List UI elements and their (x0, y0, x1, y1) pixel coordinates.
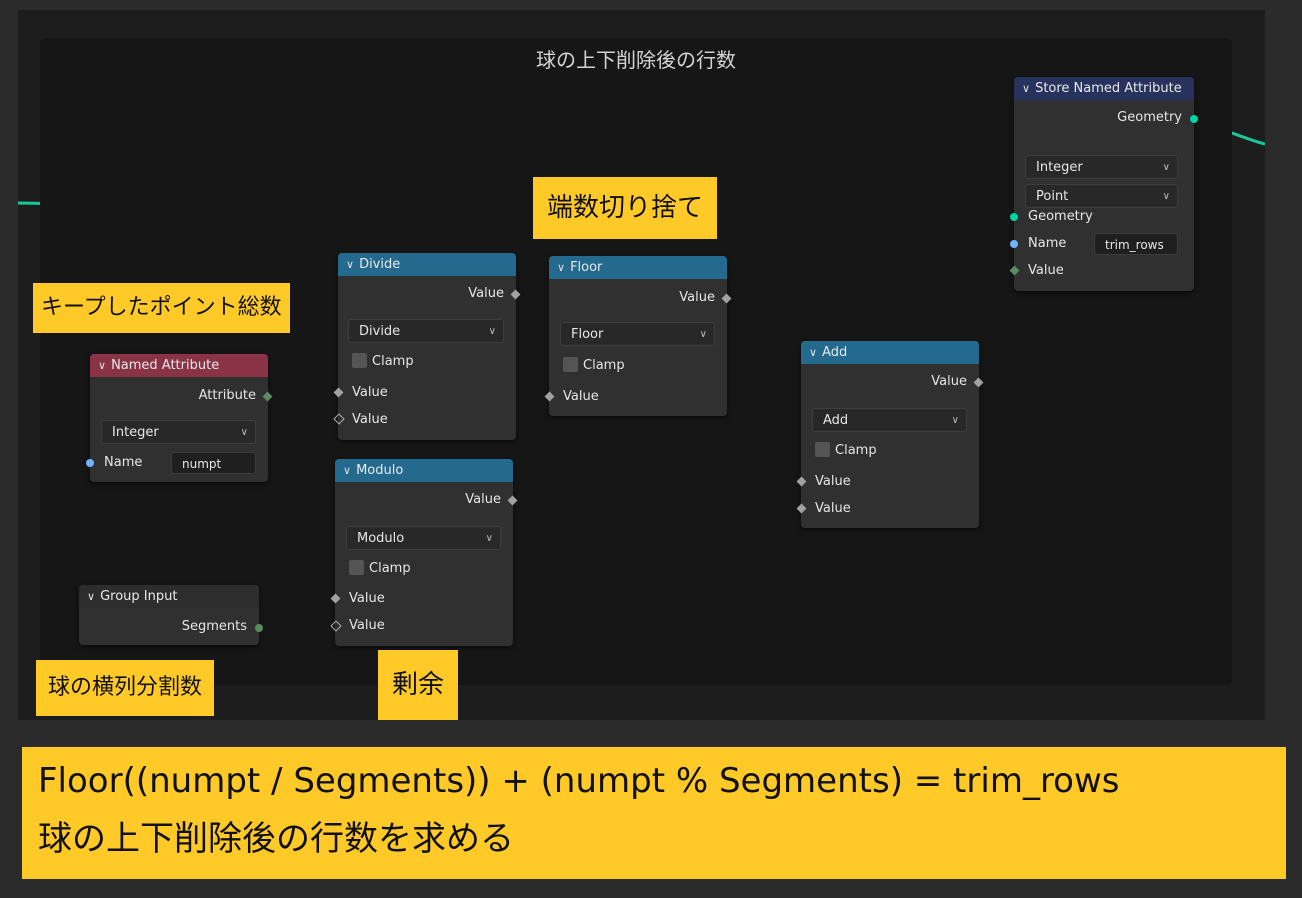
domain-select[interactable]: Point∨ (1025, 184, 1178, 208)
chevron-down-icon: ∨ (488, 326, 496, 337)
chevron-down-icon[interactable]: ∨ (557, 261, 566, 274)
input-value2-label: Value (349, 618, 385, 633)
note-trim: 端数切り捨て (533, 177, 718, 239)
output-value-label: Value (465, 492, 501, 507)
chevron-down-icon[interactable]: ∨ (343, 464, 352, 477)
node-title: Floor (570, 260, 603, 275)
operation-select[interactable]: Floor∨ (560, 322, 715, 346)
named-attribute-node[interactable]: ∨ Named Attribute Attribute Integer∨ Name… (86, 354, 273, 482)
node-title: Group Input (100, 589, 178, 604)
node-editor-canvas[interactable]: 球の上下削除後の行数 ∨ Store Named Attribute Geomet… (18, 10, 1265, 720)
input-geometry-label: Geometry (1028, 209, 1093, 224)
chevron-down-icon: ∨ (1162, 162, 1170, 173)
node-title: Store Named Attribute (1035, 81, 1182, 96)
add-node[interactable]: ∨ Add Value Add∨ Clamp Value Value (796, 341, 984, 528)
chevron-down-icon[interactable]: ∨ (87, 590, 96, 603)
output-value-label: Value (931, 374, 967, 389)
clamp-checkbox[interactable]: Clamp (815, 442, 877, 458)
output-segments-label: Segments (181, 619, 247, 634)
node-title: Named Attribute (111, 358, 220, 373)
modulo-node[interactable]: ∨ Modulo Value Modulo∨ Clamp Value Value (330, 459, 518, 646)
frame-label: 球の上下削除後の行数 (536, 48, 736, 72)
checkbox[interactable] (815, 442, 830, 457)
floor-node[interactable]: ∨ Floor Value Floor∨ Clamp Value (544, 256, 732, 416)
checkbox[interactable] (563, 357, 578, 372)
input-name-label: Name (1028, 236, 1067, 251)
data-type-select[interactable]: Integer∨ (101, 420, 256, 444)
node-title: Add (822, 345, 848, 360)
operation-select[interactable]: Add∨ (812, 408, 967, 432)
name-field[interactable]: trim_rows (1094, 233, 1178, 255)
input-value-label: Value (1028, 263, 1064, 278)
note-segments: 球の横列分割数 (36, 660, 215, 716)
input-name-socket[interactable] (86, 459, 94, 467)
chevron-down-icon: ∨ (951, 415, 959, 426)
formula-text: Floor((numpt / Segments)) + (numpt % Seg… (38, 761, 1120, 801)
checkbox[interactable] (349, 560, 364, 575)
formula-annotation: Floor((numpt / Segments)) + (numpt % Seg… (22, 747, 1286, 879)
chevron-down-icon: ∨ (1162, 191, 1170, 202)
input-value1-label: Value (349, 591, 385, 606)
note-total-points: キープしたポイント総数 (33, 283, 290, 333)
divide-node[interactable]: ∨ Divide Value Divide∨ Clamp Value Value (333, 253, 521, 440)
output-value-label: Value (679, 290, 715, 305)
formula-description: 球の上下削除後の行数を求める (38, 819, 514, 859)
clamp-checkbox[interactable]: Clamp (349, 560, 411, 576)
node-header[interactable]: ∨ Add (801, 341, 979, 364)
chevron-down-icon[interactable]: ∨ (1022, 82, 1031, 95)
input-value2-label: Value (352, 412, 388, 427)
chevron-down-icon[interactable]: ∨ (809, 346, 818, 359)
node-header[interactable]: ∨ Store Named Attribute (1014, 77, 1194, 100)
checkbox[interactable] (352, 353, 367, 368)
input-value1-label: Value (815, 474, 851, 489)
input-name-socket[interactable] (1010, 240, 1018, 248)
output-attribute-label: Attribute (198, 388, 256, 403)
node-title: Modulo (356, 463, 404, 478)
input-value2-label: Value (815, 501, 851, 516)
note-remainder: 剰余 (378, 650, 459, 720)
output-value-label: Value (468, 286, 504, 301)
clamp-checkbox[interactable]: Clamp (563, 357, 625, 373)
chevron-down-icon: ∨ (699, 329, 707, 340)
node-header[interactable]: ∨ Divide (338, 253, 516, 276)
chevron-down-icon[interactable]: ∨ (98, 359, 107, 372)
output-geometry-label: Geometry (1117, 110, 1182, 125)
node-header[interactable]: ∨ Modulo (335, 459, 513, 482)
clamp-checkbox[interactable]: Clamp (352, 353, 414, 369)
group-input-node[interactable]: ∨ Group Input Segments (79, 585, 263, 645)
input-name-label: Name (104, 455, 143, 470)
node-title: Divide (359, 257, 401, 272)
operation-select[interactable]: Modulo∨ (346, 526, 501, 550)
input-value1-label: Value (352, 385, 388, 400)
node-header[interactable]: ∨ Named Attribute (90, 354, 268, 377)
operation-select[interactable]: Divide∨ (348, 319, 504, 343)
chevron-down-icon: ∨ (240, 427, 248, 438)
data-type-select[interactable]: Integer∨ (1025, 155, 1178, 179)
output-geometry-socket[interactable] (1190, 115, 1198, 123)
store-named-attribute-node[interactable]: ∨ Store Named Attribute Geometry Integer∨… (1009, 77, 1198, 291)
input-value-label: Value (563, 389, 599, 404)
input-geometry-socket[interactable] (1010, 213, 1018, 221)
output-segments-socket[interactable] (255, 624, 263, 632)
node-header[interactable]: ∨ Group Input (79, 585, 259, 608)
name-field[interactable]: numpt (171, 452, 256, 474)
node-header[interactable]: ∨ Floor (549, 256, 727, 279)
chevron-down-icon[interactable]: ∨ (346, 258, 355, 271)
chevron-down-icon: ∨ (485, 533, 493, 544)
